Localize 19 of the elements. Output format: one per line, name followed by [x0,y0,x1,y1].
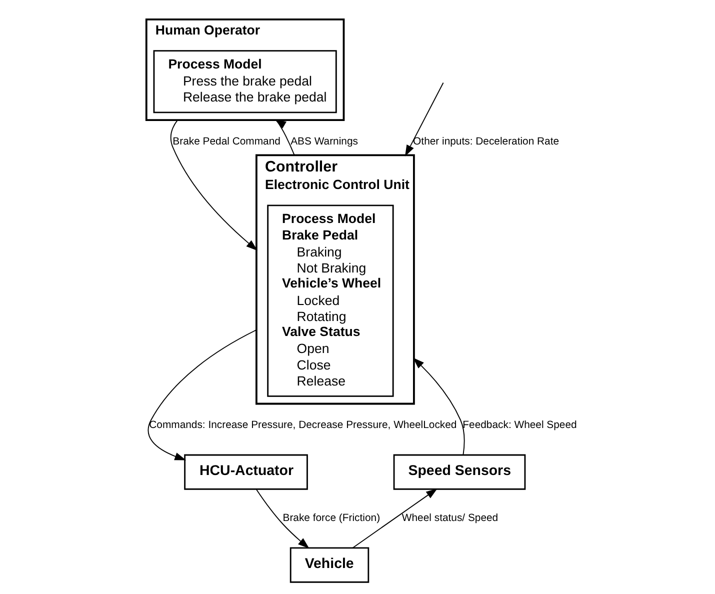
edge-label: ABS Warnings [290,136,358,148]
edge-label: Feedback: Wheel Speed [462,420,577,432]
edge-label: Other inputs: Deceleration Rate [413,136,560,148]
arrow [148,329,257,460]
arrow [404,82,444,156]
node-box: HCU-Actuator [184,454,308,490]
arrow [170,120,258,251]
edge-label: Wheel status/ Speed [402,513,498,524]
arrow [274,119,295,156]
arrow [412,358,465,456]
node-box: Process Model Brake Pedal Braking Not Braking Vehicle’s Wheel Locked Rotating Valve Status Open Close Release [267,204,394,397]
edge-label: Commands: Increase Pressure, Decrease Pressure, WheelLocked [149,420,457,432]
node-box: Process Model Press the brake pedal Release the brake pedal [153,50,337,114]
edge-label: Brake force (Friction) [282,513,380,524]
edge-label: Brake Pedal Command [172,136,280,148]
arrow [256,488,310,549]
node-box: Vehicle [290,547,370,583]
arrow [352,488,438,548]
node-box: Speed Sensors [393,454,526,490]
